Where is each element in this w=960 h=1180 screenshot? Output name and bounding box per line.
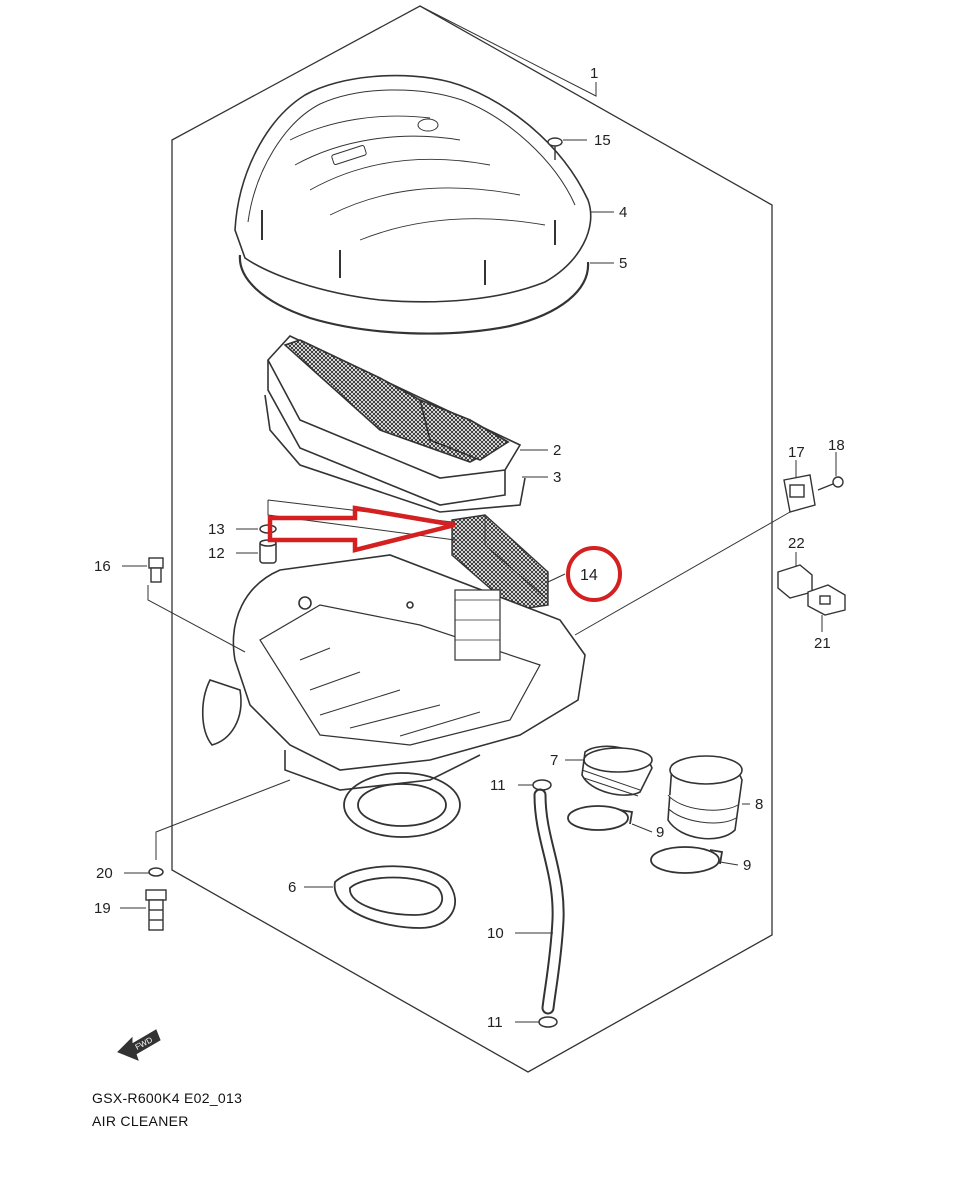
callout-5: 5 xyxy=(619,255,627,272)
callout-8: 8 xyxy=(755,796,763,813)
small-filter-part xyxy=(451,514,549,611)
case-part xyxy=(201,554,586,791)
duct-small-part xyxy=(581,745,653,797)
sensor-part xyxy=(783,474,816,513)
cover-seal-part xyxy=(238,254,590,335)
callout-7: 7 xyxy=(550,752,558,769)
callout-9-a: 9 xyxy=(656,824,664,841)
hose-clip-part xyxy=(532,779,552,791)
clamp-part xyxy=(567,805,724,874)
diagram-code: GSX-R600K4 E02_013 xyxy=(92,1090,243,1106)
callout-1: 1 xyxy=(590,65,598,82)
highlight-arrow xyxy=(267,505,456,553)
diagram-title: AIR CLEANER xyxy=(92,1113,189,1129)
hose-clip-part xyxy=(538,1016,558,1028)
intake-seal-part xyxy=(333,772,461,929)
callout-11-a: 11 xyxy=(490,777,506,794)
callout-14: 14 xyxy=(580,567,598,584)
callout-10: 10 xyxy=(487,925,504,942)
callout-13: 13 xyxy=(208,521,225,538)
cover-part xyxy=(234,74,592,303)
callout-21: 21 xyxy=(814,635,831,652)
filter-seal-part xyxy=(264,394,526,513)
cap-part xyxy=(259,539,277,564)
washer-part xyxy=(148,867,164,877)
screw-part xyxy=(547,137,563,160)
highlight-circle xyxy=(566,546,622,602)
callout-11-b: 11 xyxy=(487,1014,503,1031)
callout-3: 3 xyxy=(553,469,561,486)
callout-6: 6 xyxy=(288,879,296,896)
bolt-part xyxy=(148,557,164,583)
callout-17: 17 xyxy=(788,444,805,461)
callout-18: 18 xyxy=(828,437,845,454)
duct-large-part xyxy=(667,755,743,840)
callout-19: 19 xyxy=(94,900,111,917)
callout-15: 15 xyxy=(594,132,611,149)
filter-element-part xyxy=(267,335,522,506)
connector-cap-part xyxy=(777,564,813,599)
callout-2: 2 xyxy=(553,442,561,459)
drain-plug-part xyxy=(145,889,167,931)
sensor-screw-part xyxy=(817,476,844,491)
callout-12: 12 xyxy=(208,545,225,562)
forward-arrow-icon: FWD xyxy=(117,1029,161,1061)
leader-lines xyxy=(120,5,837,1023)
callout-4: 4 xyxy=(619,204,627,221)
callout-22: 22 xyxy=(788,535,805,552)
callout-9-b: 9 xyxy=(743,857,751,874)
connector-part xyxy=(807,584,846,616)
callout-16: 16 xyxy=(94,558,111,575)
callout-20: 20 xyxy=(96,865,113,882)
